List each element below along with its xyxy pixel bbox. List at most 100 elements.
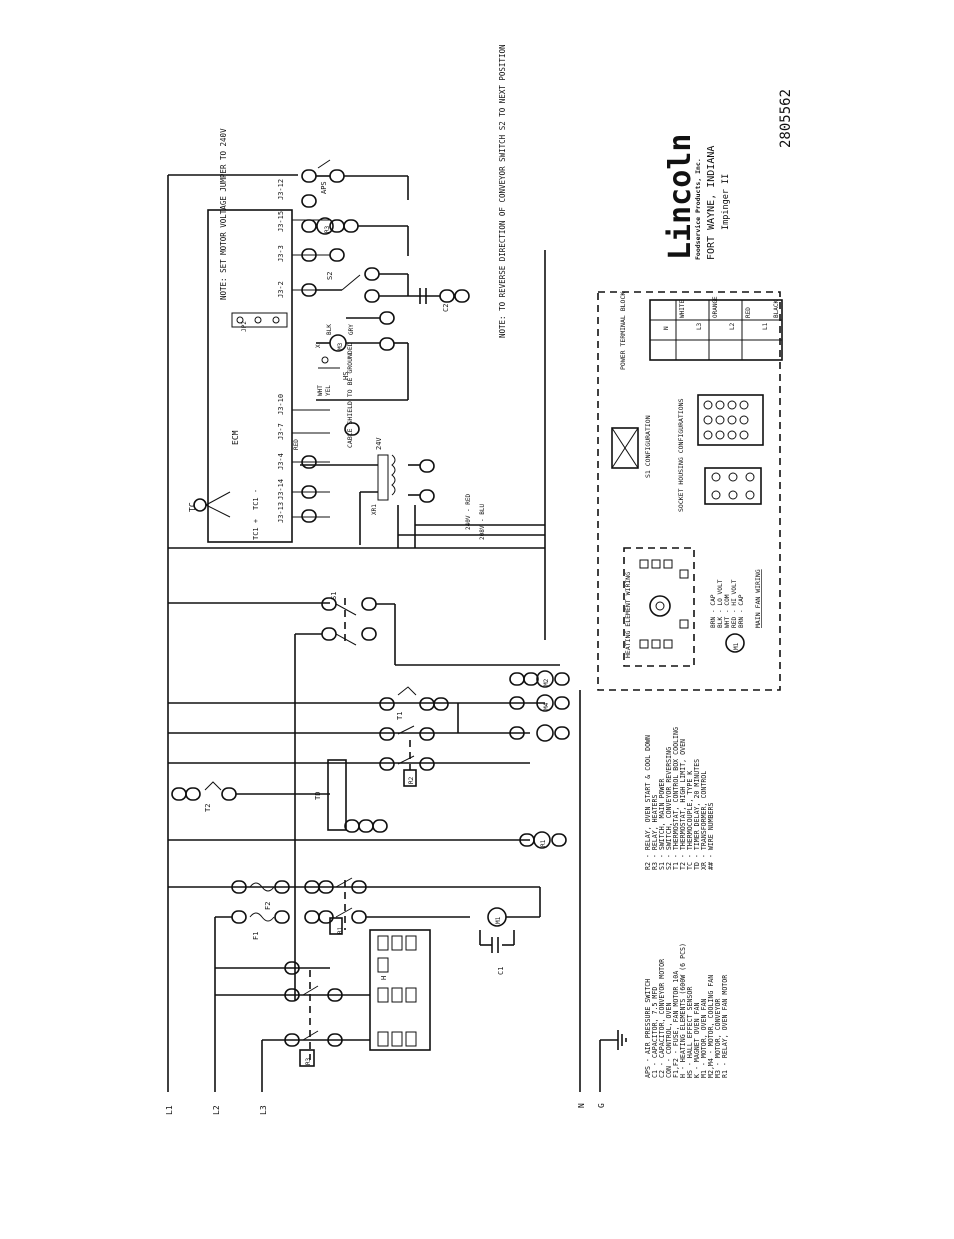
td-timer-box <box>327 759 388 833</box>
r1-contact-label: R1 <box>337 926 344 934</box>
fan-legend-item: BLK - LO VOLT <box>717 579 724 628</box>
legend-right-item: ## - WIRE NUMBERS <box>707 802 715 870</box>
legend-left-item: CON - CONTROL, OVEN <box>665 1003 673 1078</box>
j3-7-label: J3-7 <box>277 423 285 440</box>
legend-left-item: HS - HALL EFFECT SENSOR <box>686 987 694 1078</box>
line-l2-label: L2 <box>212 1105 221 1115</box>
lincoln-logo: Lincoln <box>663 134 698 260</box>
legend-right-item: S2 - SWITCH, CONVEYOR REVERSING <box>665 747 673 870</box>
s1-configuration <box>611 427 639 469</box>
jp2-label: JP2 <box>241 321 248 332</box>
socket-housing <box>697 394 764 505</box>
fan-legend-item: WHT - COM <box>724 594 731 628</box>
motor-voltage-note: NOTE: SET MOTOR VOLTAGE JUMPER TO 240V <box>219 128 228 300</box>
tc1-neg-label: TC1 - <box>252 489 260 510</box>
company-name: Foodservice Products, Inc. <box>694 158 702 260</box>
legend-left-item: K - MAGNET OVEN FAN <box>693 1003 701 1078</box>
t1-label: T1 <box>396 712 404 720</box>
j3-3-label: J3-3 <box>277 245 285 262</box>
hs-label: HS <box>342 372 350 380</box>
wht-label: WHT <box>317 385 324 396</box>
legend-right: R2 - RELAY, OVEN START & COOL DOWN R3 - … <box>644 727 715 870</box>
legend-right-item: T2 - THERMOSTAT, HIGH LIMIT, OVEN <box>679 739 687 870</box>
legend-right-item: XR - TRANSFORMER, CONTROL <box>700 771 708 870</box>
aps-switch <box>316 159 331 177</box>
legend-left-item: C1 - CAPACITOR, 7.5 MFD <box>651 987 659 1078</box>
line-l1-label: L1 <box>165 1105 174 1115</box>
gry-label: GRY <box>348 324 355 335</box>
legend-left-item: F1,F2 - FUSE, FAN MOTOR 10A <box>672 971 680 1078</box>
conveyor-direction-note: NOTE: TO REVERSE DIRECTION OF CONVEYOR S… <box>498 45 507 339</box>
legend-left-item: R1 - RELAY, OVEN FAN MOTOR <box>721 975 729 1078</box>
legend-left-item: M1 - MOTOR, OVEN FAN <box>700 999 708 1078</box>
j3-4-label: J3-4 <box>277 453 285 470</box>
heating-elements <box>215 929 431 1067</box>
fan-legend-item: BRN - CAP <box>738 594 745 628</box>
model-name: Impinger II <box>721 174 731 230</box>
t2-thermostat <box>171 781 330 801</box>
power-terminal-block-title: POWER TERMINAL BLOCK <box>619 292 627 370</box>
line-g-label: G <box>597 1103 606 1108</box>
legend-right-item: R3 - RELAY, HEATERS <box>651 795 659 870</box>
socket-housing-title: SOCKET HOUSING CONFIGURATIONS <box>677 398 685 512</box>
drawing-number: 2805562 <box>778 89 794 148</box>
ecm-label: ECM <box>231 430 240 445</box>
j3-15-label: J3-15 <box>277 211 285 232</box>
legend-right-item: S1 - SWITCH, MAIN POWER <box>658 779 666 870</box>
t2-label: T2 <box>204 804 212 812</box>
power-terminal-block <box>649 299 783 361</box>
r2-relay <box>379 740 435 787</box>
terminal-l2: L2 <box>729 322 736 330</box>
j3-10-label: J3-10 <box>277 394 285 415</box>
m4-label: M4 <box>543 702 550 710</box>
thermocouple-symbol <box>193 491 231 518</box>
heating-element-wiring-inset <box>623 547 695 667</box>
yel-label: YEL <box>325 385 332 396</box>
r3-label: R3 <box>324 225 331 233</box>
fan-legend-item: BRN - CAP <box>710 594 717 628</box>
legend-left-item: APS - AIR PRESSURE SWITCH <box>644 979 652 1078</box>
tc1-pos-label: TC1 + <box>252 519 260 540</box>
heating-element-wiring-title: HEATING ELEMENT WIRING <box>624 572 632 658</box>
r3-contact-label: R3 <box>305 1057 312 1065</box>
legend-left-item: M3 - MOTOR, CONVEYOR <box>714 999 722 1078</box>
ecm-box <box>207 209 330 543</box>
v24-label: 24V <box>375 437 383 450</box>
blk-label-m3: BLK <box>326 324 333 335</box>
terminal-l1: L1 <box>762 322 769 330</box>
s2-label: S2 <box>326 272 334 280</box>
x-label: X <box>315 344 322 348</box>
j3-2-label: J3-2 <box>277 281 285 298</box>
f2-label: F2 <box>264 902 272 910</box>
m1-fan-label: M1 <box>733 642 740 650</box>
terminal-black: BLACK <box>773 300 780 318</box>
h-label: H <box>380 976 388 980</box>
terminal-n: N <box>663 326 670 330</box>
cooling-fan-motors <box>509 670 570 742</box>
tc-label: TC <box>188 502 197 512</box>
legend-right-item: TD - TIMER DELAY, 20 MINUTES <box>693 759 701 870</box>
aps-label: APS <box>320 181 328 194</box>
j3-12-label: J3-12 <box>277 179 285 200</box>
main-fan-wiring-title: MAIN FAN WIRING <box>754 569 762 628</box>
ecm-wire-terminals <box>301 169 470 523</box>
m1-oven-fan-motor <box>400 886 541 953</box>
terminal-l3: L3 <box>696 322 703 330</box>
m3-label: M3 <box>337 342 344 350</box>
line-n-label: N <box>577 1103 586 1108</box>
legend-left-item: C2 - CAPACITOR, CONVEYOR MOTOR <box>658 959 666 1078</box>
m3-motor <box>316 317 409 400</box>
main-fan-wiring <box>725 633 745 653</box>
legend-left: APS - AIR PRESSURE SWITCH C1 - CAPACITOR… <box>644 943 729 1078</box>
line-l3-label: L3 <box>259 1105 268 1115</box>
company-city: FORT WAYNE, INDIANA <box>706 146 717 260</box>
xr1-label: XR1 <box>371 504 378 515</box>
v240-red-label: 240V - RED <box>465 493 472 530</box>
v208-blu-label: 208V - BLU <box>479 503 486 540</box>
legend-right-item: R2 - RELAY, OVEN START & COOL DOWN <box>644 735 652 870</box>
main-bus-lines <box>167 174 601 1092</box>
r1-coil-label: R1 <box>540 839 547 847</box>
legend-left-item: M2,M4 - MOTOR, COOLING FAN <box>707 975 715 1078</box>
